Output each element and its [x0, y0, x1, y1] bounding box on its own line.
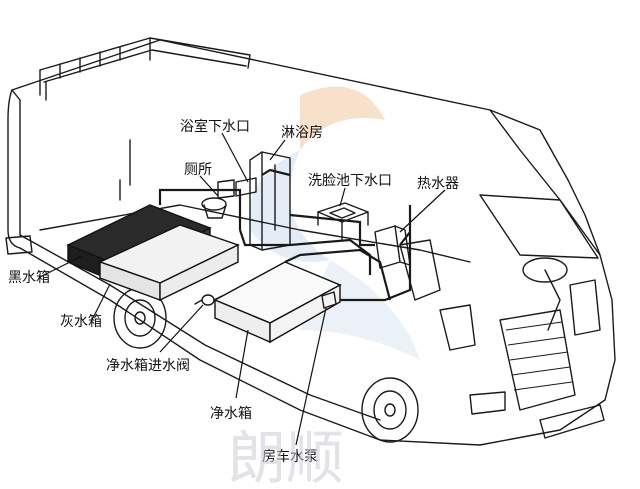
water-pump-fixture — [321, 291, 337, 309]
label-bath-drain: 浴室下水口 — [180, 118, 250, 135]
grey-water-tank-shape — [98, 224, 240, 302]
label-water-heater: 热水器 — [417, 176, 459, 192]
label-sink-drain: 洗脸池下水口 — [308, 173, 392, 189]
leader-lines — [39, 132, 446, 446]
inlet-valve-fixture — [194, 294, 223, 306]
plumbing-pipes — [158, 168, 412, 302]
bath-drain-fixture — [235, 177, 257, 197]
water-heater-fixture — [374, 225, 411, 269]
label-black-water-tank: 黑水箱 — [8, 270, 50, 286]
front-wheel — [361, 377, 419, 443]
watermark-text: 朗顺 — [228, 424, 344, 489]
label-fresh-tank-inlet-valve: 净水箱进水阀 — [106, 358, 190, 374]
label-grey-water-tank: 灰水箱 — [60, 314, 102, 330]
label-toilet: 厕所 — [184, 162, 212, 178]
label-shower-room: 淋浴房 — [281, 125, 323, 141]
toilet-fixture — [201, 179, 235, 219]
label-fresh-water-tank: 净水箱 — [210, 406, 252, 422]
label-rv-water-pump: 房车水泵 — [262, 448, 318, 465]
fresh-water-tank-shape — [213, 261, 342, 344]
